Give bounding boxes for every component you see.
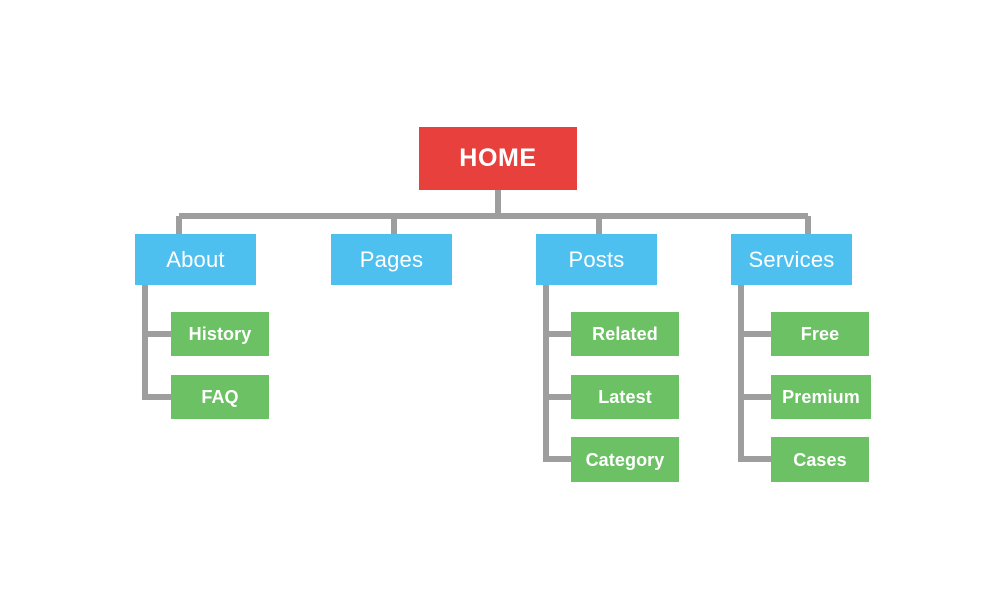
node-services[interactable]: Services	[731, 234, 852, 285]
node-history[interactable]: History	[171, 312, 269, 356]
node-home[interactable]: HOME	[419, 127, 577, 190]
node-label-faq: FAQ	[201, 387, 239, 407]
node-label-cases: Cases	[793, 449, 847, 470]
node-label-latest: Latest	[598, 387, 652, 407]
node-pages[interactable]: Pages	[331, 234, 452, 285]
node-cases[interactable]: Cases	[771, 437, 869, 482]
node-label-history: History	[188, 324, 252, 344]
node-related[interactable]: Related	[571, 312, 679, 356]
node-faq[interactable]: FAQ	[171, 375, 269, 419]
node-label-services: Services	[748, 246, 835, 272]
node-premium[interactable]: Premium	[771, 375, 871, 419]
node-label-posts: Posts	[568, 246, 625, 272]
node-about[interactable]: About	[135, 234, 256, 285]
node-label-related: Related	[592, 324, 658, 344]
node-free[interactable]: Free	[771, 312, 869, 356]
node-label-category: Category	[585, 449, 665, 470]
node-latest[interactable]: Latest	[571, 375, 679, 419]
node-label-pages: Pages	[359, 246, 424, 272]
node-label-about: About	[166, 246, 225, 272]
node-label-premium: Premium	[782, 387, 860, 407]
node-posts[interactable]: Posts	[536, 234, 657, 285]
node-label-free: Free	[800, 324, 840, 344]
node-category[interactable]: Category	[571, 437, 679, 482]
node-label-home: HOME	[459, 144, 537, 172]
